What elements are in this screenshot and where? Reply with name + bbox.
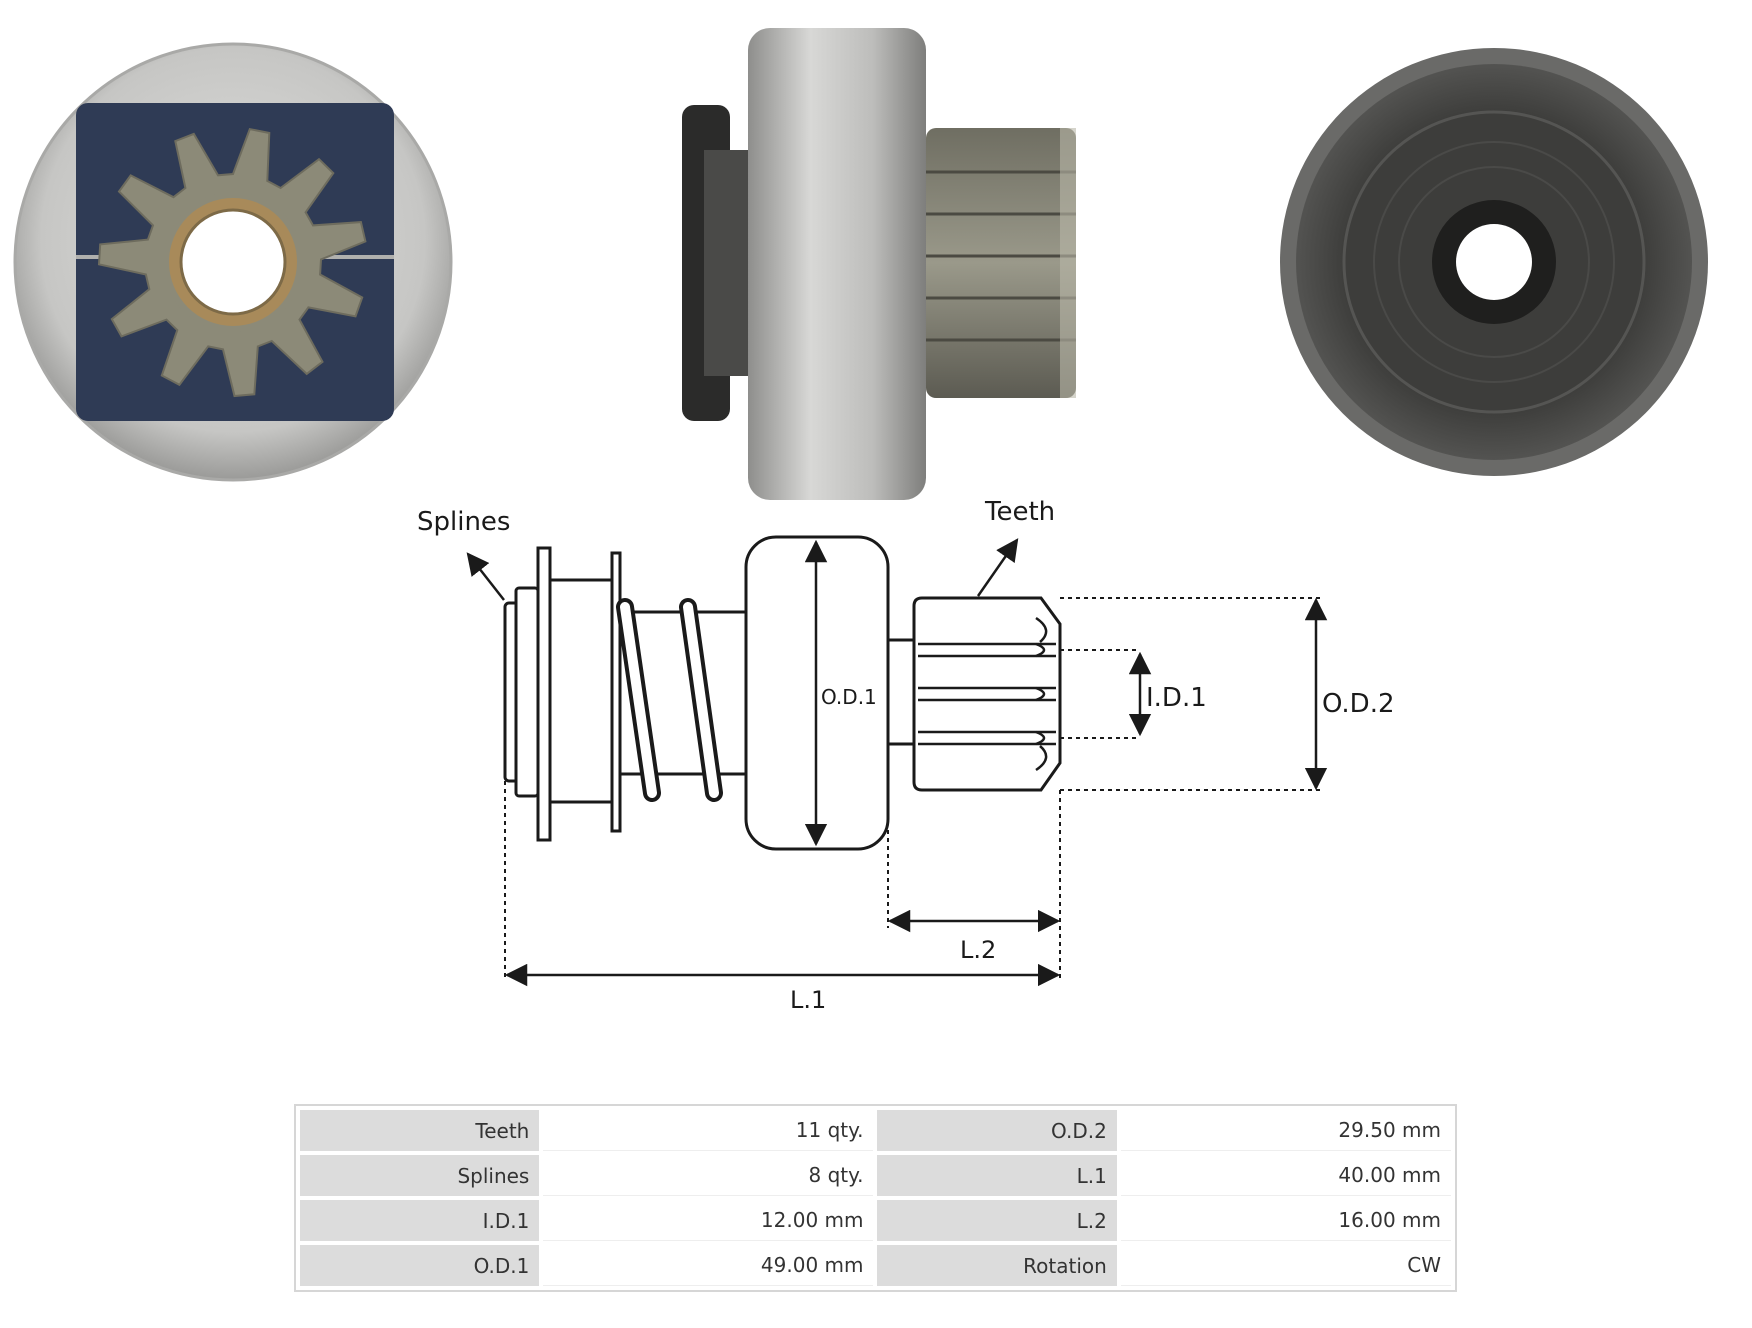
spec-label-l2: L.2: [877, 1200, 1117, 1241]
pinion-tooth-lines: [918, 616, 1056, 772]
spec-value-teeth: 11 qty.: [543, 1110, 874, 1151]
spec-label-l1: L.1: [877, 1155, 1117, 1196]
spec-value-l1: 40.00 mm: [1120, 1155, 1451, 1196]
spec-value-l2: 16.00 mm: [1120, 1200, 1451, 1241]
splines-callout: Splines: [417, 507, 510, 537]
spec-label-splines: Splines: [300, 1155, 540, 1196]
spec-value-od1: 49.00 mm: [543, 1245, 874, 1286]
id1-label: I.D.1: [1146, 683, 1207, 713]
od2-label: O.D.2: [1322, 689, 1395, 719]
pinion-front-photo: [13, 42, 453, 482]
drive-outline: [503, 535, 1062, 851]
spec-value-id1: 12.00 mm: [543, 1200, 874, 1241]
spec-value-splines: 8 qty.: [543, 1155, 874, 1196]
table-row: O.D.1 49.00 mm Rotation CW: [300, 1245, 1451, 1286]
spec-label-teeth: Teeth: [300, 1110, 540, 1151]
spec-value-od2: 29.50 mm: [1120, 1110, 1451, 1151]
dimension-arrows: [466, 538, 1328, 987]
spec-value-rotation: CW: [1120, 1245, 1451, 1286]
spec-label-id1: I.D.1: [300, 1200, 540, 1241]
table-row: I.D.1 12.00 mm L.2 16.00 mm: [300, 1200, 1451, 1241]
specifications-table: Teeth 11 qty. O.D.2 29.50 mm Splines 8 q…: [294, 1104, 1457, 1292]
table-row: Teeth 11 qty. O.D.2 29.50 mm: [300, 1110, 1451, 1151]
spec-label-od1: O.D.1: [300, 1245, 540, 1286]
od1-label: O.D.1: [821, 685, 877, 709]
spec-label-rotation: Rotation: [877, 1245, 1117, 1286]
l1-label: L.1: [790, 986, 826, 1014]
product-photos: [13, 28, 1708, 500]
teeth-callout: Teeth: [984, 500, 1055, 527]
spec-label-od2: O.D.2: [877, 1110, 1117, 1151]
table-row: Splines 8 qty. L.1 40.00 mm: [300, 1155, 1451, 1196]
pinion-rear-photo: [1280, 48, 1708, 476]
pinion-side-photo: [682, 28, 1076, 500]
l2-label: L.2: [960, 936, 996, 964]
dimension-diagram: Splines Teeth O.D.1 I.D.1 O.D.2 L.2 L.1: [417, 500, 1395, 1014]
